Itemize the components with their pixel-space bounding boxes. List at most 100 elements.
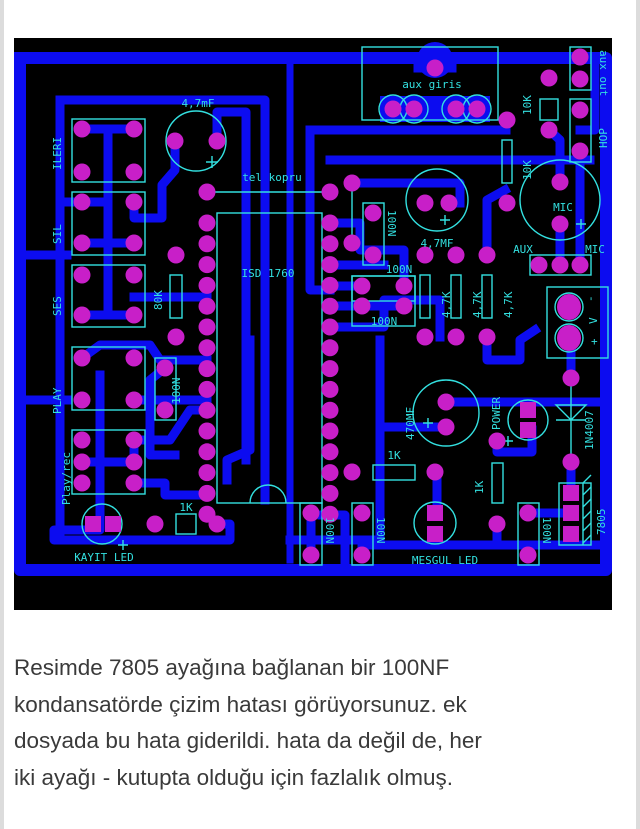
silkscreen-outline (491, 462, 504, 504)
label-470mf: 470MF (404, 407, 417, 440)
copper-trace (325, 295, 445, 342)
solder-pad (395, 277, 413, 295)
caption-line: dosyada bu hata giderildi. hata da değil… (14, 728, 482, 753)
solder-pad (198, 339, 216, 357)
label-mesgul-led: MESGUL LED (412, 554, 478, 567)
silkscreen-outline (71, 118, 146, 183)
solder-pad (73, 306, 91, 324)
solder-pad (302, 504, 320, 522)
silkscreen-outline (175, 513, 197, 535)
solder-pad (125, 193, 143, 211)
silkscreen-outline (546, 286, 609, 359)
solder-pad (343, 174, 361, 192)
solder-pad (447, 328, 465, 346)
silkscreen-outline (362, 202, 385, 266)
solder-pad (321, 464, 339, 482)
solder-pad (321, 360, 339, 378)
solder-pad (343, 463, 361, 481)
silkscreen-outline (450, 274, 462, 319)
label-ses: SES (51, 296, 64, 316)
label-10k-a: 10K (521, 95, 534, 115)
solder-pad (198, 183, 216, 201)
solder-pad (551, 173, 569, 191)
solder-pad (353, 546, 371, 564)
image-caption: Resimde 7805 ayağına bağlanan bir 100NF … (14, 650, 614, 796)
solder-pad (571, 256, 589, 274)
solder-pad (198, 318, 216, 336)
square-pad (427, 526, 443, 542)
solder-pad (364, 204, 382, 222)
solder-pad (198, 276, 216, 294)
label-1k-bottom: 1K (179, 501, 193, 514)
solder-pad (73, 120, 91, 138)
solder-pad (198, 214, 216, 232)
silkscreen-outline (216, 212, 323, 504)
solder-pad (198, 256, 216, 274)
solder-pad (166, 132, 184, 150)
solder-pad (73, 474, 91, 492)
solder-pad (73, 163, 91, 181)
solder-pad (321, 214, 339, 232)
power-connector-pad (557, 325, 581, 351)
solder-pad (198, 443, 216, 461)
solder-pad (125, 431, 143, 449)
silkscreen-circle (507, 399, 549, 441)
solder-pad (478, 246, 496, 264)
solder-pad (416, 194, 434, 212)
solder-pad (384, 100, 402, 118)
solder-pad (167, 246, 185, 264)
solder-pad (73, 391, 91, 409)
label-power-minus: - (584, 295, 597, 302)
solder-pad (73, 266, 91, 284)
label-100n-top: 100N (385, 210, 398, 237)
solder-pad (156, 401, 174, 419)
solder-pad (447, 246, 465, 264)
label-4-7k-2: 4,7K (471, 291, 484, 318)
solder-pad (498, 194, 516, 212)
solder-pad (198, 484, 216, 502)
solder-pad (125, 474, 143, 492)
solder-pad (198, 505, 216, 523)
label-play: PLAY (51, 387, 64, 414)
solder-pad (73, 349, 91, 367)
silkscreen-circle (519, 159, 601, 241)
solder-pad (343, 234, 361, 252)
silkscreen-outline (351, 502, 374, 566)
silkscreen-outline (372, 464, 416, 481)
solder-pad (198, 464, 216, 482)
solder-pad (146, 515, 164, 533)
solder-pad (321, 276, 339, 294)
copper-trace (285, 335, 385, 545)
solder-pad (208, 132, 226, 150)
solder-pad (353, 277, 371, 295)
copper-trace (482, 323, 542, 365)
solder-pad (519, 546, 537, 564)
solder-pad (321, 339, 339, 357)
label-ileri: ILERI (51, 137, 64, 170)
solder-pad (519, 504, 537, 522)
page-edge-right (636, 0, 640, 829)
label-10k-b: 10K (521, 160, 534, 180)
label-power-v: V (587, 317, 600, 324)
chip-notch (249, 484, 287, 504)
solder-pad (395, 297, 413, 315)
silkscreen-circle (405, 168, 469, 232)
label-cap-47mf-mid: 4,7MF (420, 237, 453, 250)
solder-pad (364, 246, 382, 264)
copper-trace (325, 218, 409, 291)
label-100n-bottom-1: 100N (323, 517, 336, 544)
solder-pad (437, 418, 455, 436)
silkscreen-outline (361, 46, 499, 121)
caption-line: kondansatörde çizim hatası görüyorsunuz.… (14, 691, 467, 717)
copper-trace (212, 107, 251, 465)
caption-line: iki ayağı - kutupta olduğu için fazlalık… (14, 764, 453, 790)
solder-pad (530, 256, 548, 274)
solder-pad (551, 256, 569, 274)
silkscreen-outline (569, 98, 592, 163)
copper-trace (482, 183, 512, 260)
solder-pad (405, 100, 423, 118)
solder-pad (321, 297, 339, 315)
solder-pad (321, 401, 339, 419)
solder-pad (551, 215, 569, 233)
solder-pad (353, 297, 371, 315)
